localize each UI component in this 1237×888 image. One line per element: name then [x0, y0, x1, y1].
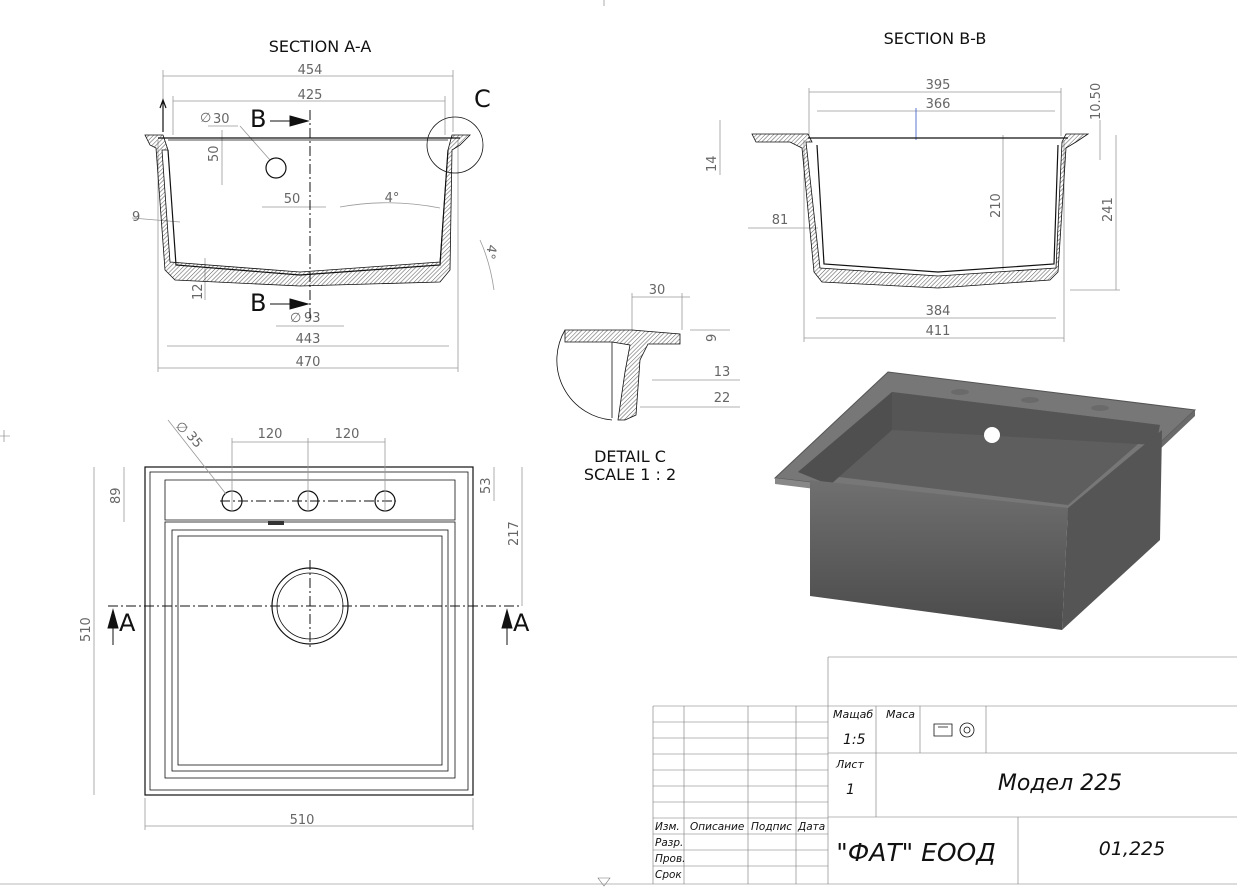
dim-366: 366 [926, 97, 951, 112]
projection-symbol-icon [933, 722, 975, 738]
section-a-a-view: SECTION A-A 454 425 ∅ 30 50 50 4° 9 4° 1… [131, 37, 499, 372]
dim-89: 89 [109, 487, 124, 504]
dim-120-right: 120 [335, 427, 360, 442]
dim-510-vertical: 510 [79, 617, 94, 642]
dim-detail-13: 13 [714, 365, 731, 380]
dim-510-horizontal: 510 [290, 813, 315, 828]
dim-425: 425 [298, 88, 323, 103]
dim-50-vertical: 50 [207, 145, 222, 162]
detail-c-title: DETAIL C [594, 447, 666, 466]
company-name: "ФАТ" ЕООД [836, 838, 996, 867]
faucet-hole-3d [984, 427, 1000, 443]
sheet-value: 1 [846, 782, 855, 798]
dim-detail-22: 22 [714, 391, 731, 406]
dim-395: 395 [926, 78, 951, 93]
dim-diameter-symbol-2: ∅ [290, 311, 301, 326]
dim-454: 454 [298, 63, 323, 78]
dim-53: 53 [479, 477, 494, 494]
dim-241: 241 [1101, 197, 1116, 222]
drawing-number: 01,225 [1099, 838, 1165, 860]
col-header-sign: Подпис [751, 821, 792, 833]
dim-443: 443 [296, 332, 321, 347]
cut-label-b-top: B [250, 105, 266, 133]
scale-label: Мащаб [833, 708, 873, 721]
detail-label-c: C [474, 85, 491, 113]
mass-label: Маса [886, 708, 915, 721]
dim-93: 93 [304, 311, 321, 326]
dim-217: 217 [507, 521, 522, 546]
dim-411: 411 [926, 324, 951, 339]
cut-label-b-bottom: B [250, 289, 266, 317]
plan-view: 120 120 ∅ 35 89 53 217 510 510 A A [79, 419, 530, 830]
detail-c-view: 30 9 13 22 DETAIL C SCALE 1 : 2 [556, 283, 740, 484]
section-b-b-title: SECTION B-B [884, 29, 987, 48]
row-label-checked: Пров. [655, 853, 686, 865]
sink-3d-render [773, 371, 1197, 630]
section-a-a-title: SECTION A-A [269, 37, 372, 56]
dim-4deg-top: 4° [385, 191, 400, 206]
col-header-date: Дата [797, 821, 825, 833]
dim-4deg-side: 4° [481, 243, 498, 260]
dim-50: 50 [284, 192, 301, 207]
sheet-label: Лист [835, 758, 864, 771]
scale-value: 1:5 [843, 732, 866, 748]
dim-81: 81 [772, 213, 789, 228]
row-label-deadline: Срок [655, 869, 682, 881]
dim-detail-30: 30 [649, 283, 666, 298]
title-block: Мащаб 1:5 Маса Лист 1 Модел 225 "ФАТ" ЕО… [652, 656, 1237, 884]
dim-470: 470 [296, 355, 321, 370]
dim-9: 9 [132, 210, 140, 225]
col-header-rev: Изм. [655, 821, 680, 833]
cut-label-a-right: A [513, 609, 530, 637]
dim-14: 14 [705, 155, 720, 172]
dim-210: 210 [989, 193, 1004, 218]
cut-label-a-left: A [119, 609, 136, 637]
dim-diameter-symbol: ∅ [200, 111, 211, 126]
dim-10-50: 10.50 [1089, 83, 1104, 120]
dim-30: 30 [213, 112, 230, 127]
detail-c-marker [426, 116, 484, 174]
faucet-hole [265, 157, 287, 179]
dim-12: 12 [191, 283, 206, 300]
col-header-desc: Описание [690, 821, 744, 833]
dim-detail-9: 9 [705, 334, 720, 342]
detail-c-scale: SCALE 1 : 2 [584, 465, 676, 484]
dim-120-left: 120 [258, 427, 283, 442]
section-b-b-view: SECTION B-B 395 366 10.50 14 210 241 81 … [705, 29, 1120, 342]
model-name: Модел 225 [998, 771, 1122, 796]
dim-384: 384 [926, 304, 951, 319]
dim-35: 35 [183, 429, 205, 451]
row-label-drawn: Разр. [655, 837, 683, 849]
